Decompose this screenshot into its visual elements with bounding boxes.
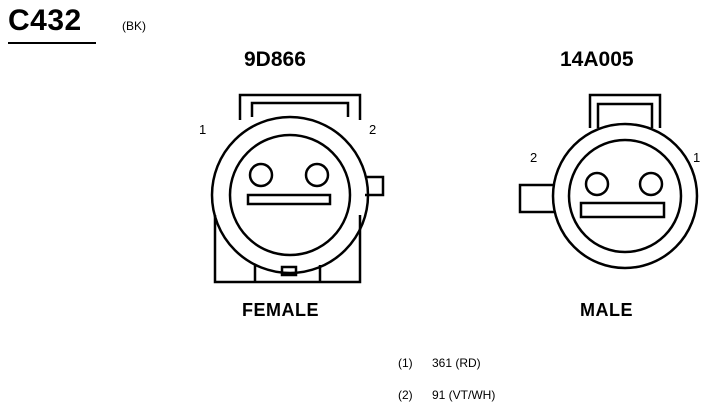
female-connector-drawing	[210, 93, 385, 284]
female-label: FEMALE	[242, 300, 319, 320]
male-connector-drawing	[518, 93, 699, 270]
pin-legend-row: (1) 361 (RD)	[398, 356, 481, 370]
male-part-number: 14A005	[560, 48, 634, 71]
pin-number: (2)	[398, 388, 413, 402]
title-underline	[8, 42, 96, 44]
pin-legend-row: (2) 91 (VT/WH)	[398, 388, 495, 402]
male-label: MALE	[580, 300, 633, 320]
male-pin-2-label: 2	[530, 150, 538, 165]
pin-circuit: 361 (RD)	[432, 356, 481, 370]
connector-color-code: (BK)	[122, 19, 146, 33]
female-part-number: 9D866	[244, 48, 306, 71]
female-pin-1-label: 1	[199, 122, 207, 137]
pin-number: (1)	[398, 356, 413, 370]
pin-circuit: 91 (VT/WH)	[432, 388, 496, 402]
connector-id: C432	[8, 4, 82, 37]
female-pin-2-label: 2	[369, 122, 377, 137]
male-pin-1-label: 1	[693, 150, 701, 165]
